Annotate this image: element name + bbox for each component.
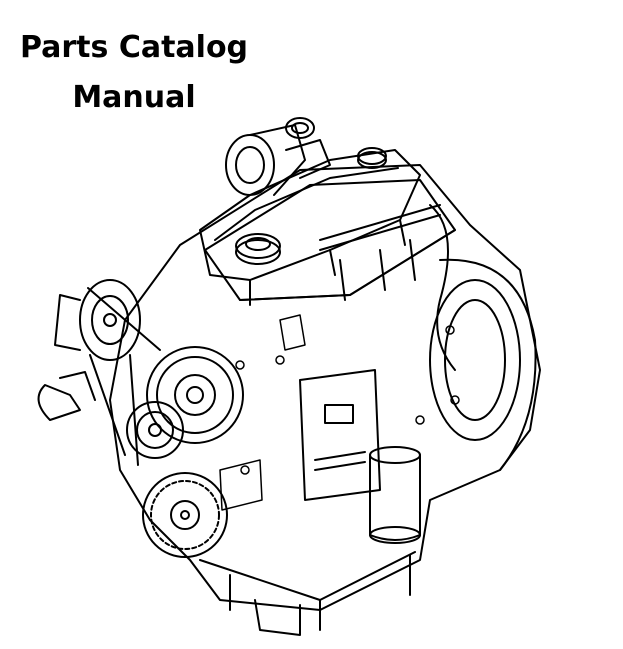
ecu-module bbox=[299, 369, 381, 501]
title-line-1: Parts Catalog bbox=[19, 30, 249, 65]
flywheel-housing bbox=[429, 258, 537, 471]
engine-block bbox=[109, 164, 541, 636]
drive-belt bbox=[87, 287, 161, 466]
fuel-filter bbox=[369, 446, 421, 544]
damper-pulley bbox=[126, 401, 184, 459]
title-line-2: Manual bbox=[72, 80, 196, 115]
alternator bbox=[54, 279, 141, 361]
fuel-rail bbox=[319, 204, 456, 371]
crankshaft-pulley bbox=[146, 346, 244, 444]
hardware-details bbox=[219, 314, 460, 511]
breather-cap bbox=[357, 147, 387, 169]
flywheel-gear bbox=[142, 472, 228, 558]
intake-hose bbox=[37, 371, 96, 421]
turbocharger bbox=[225, 117, 331, 196]
oil-filler-cap bbox=[235, 233, 281, 265]
